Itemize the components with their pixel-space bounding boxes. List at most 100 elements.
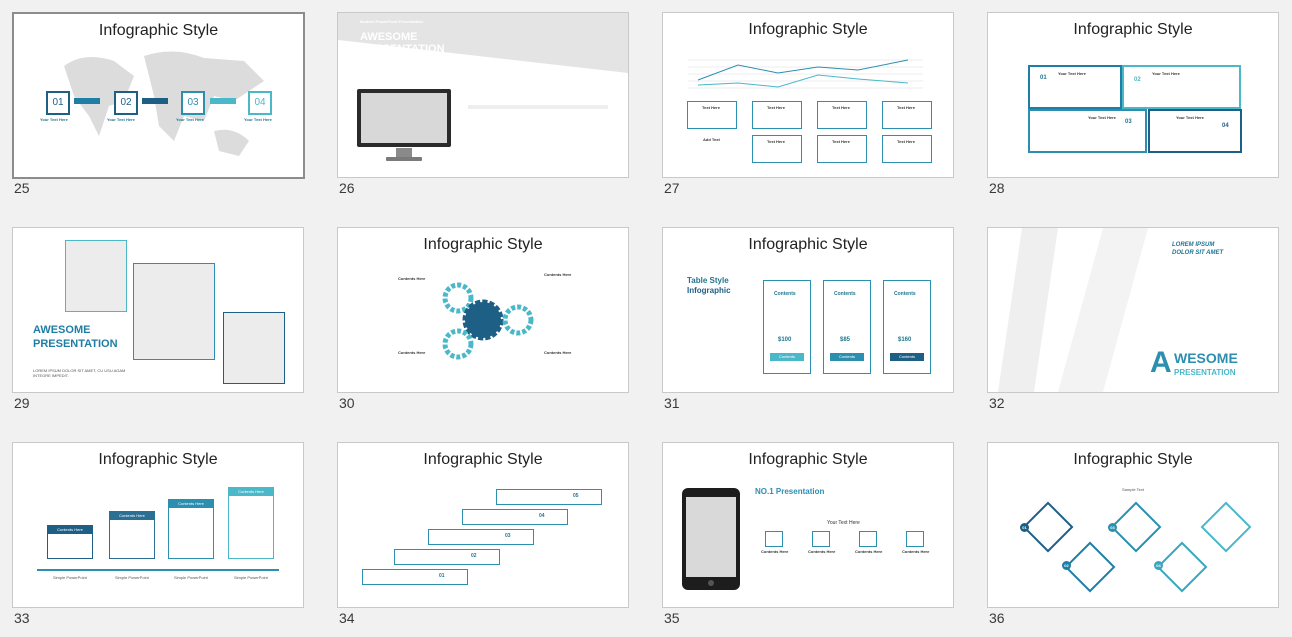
image-placeholder — [65, 240, 127, 312]
step-ribbon: 03 — [428, 529, 534, 545]
bullet-text: Simple PowerPoint — [234, 575, 268, 580]
table-title-1: Table Style — [687, 276, 729, 285]
step-label: Your Text Here — [176, 117, 204, 122]
slide-number: 32 — [989, 395, 1005, 411]
lorem-line-2: DOLOR SIT AMET — [1172, 250, 1224, 256]
slide-preview: Infographic Style 01 Your Text Here 02 Y… — [987, 12, 1279, 178]
slide-title: Infographic Style — [98, 22, 219, 39]
pricing-column-3: Contents $160 Contents — [883, 280, 931, 374]
step-ribbon: 04 — [462, 509, 568, 525]
slide-heading: AWESOME PRESENTATION — [360, 31, 445, 55]
slide-preview: Infographic Style 01 02 03 04 Your Text … — [12, 12, 305, 179]
arrow-shape — [142, 98, 168, 104]
step-card: Contents Here — [47, 525, 93, 559]
feature-label: Contents Here — [761, 549, 789, 554]
step-card: Contents Here — [109, 511, 155, 559]
feature-label: Contents Here — [855, 549, 883, 554]
slide-number: 28 — [989, 180, 1005, 196]
slide-title: Infographic Style — [1073, 21, 1193, 38]
slide-thumbnail-31[interactable]: Infographic Style Table Style Infographi… — [662, 227, 954, 422]
slide-preview: AWESOME PRESENTATION LOREM IPSUM DOLOR S… — [12, 227, 304, 393]
slide-preview: Infographic Style Contents Here Contents… — [12, 442, 304, 608]
diagonal-shape — [998, 228, 1058, 392]
step-label: Your Text Here — [107, 117, 135, 122]
feature-icon-box — [765, 531, 783, 547]
step-panel-2: 02 Your Text Here — [1122, 65, 1241, 109]
slide-preview: Infographic Style 01 02 03 04 05 — [337, 442, 629, 608]
slide-title: Infographic Style — [423, 236, 543, 253]
slide-preview: Infographic Style NO.1 Presentation Your… — [662, 442, 954, 608]
feature-icon-box — [906, 531, 924, 547]
slide-title: Infographic Style — [748, 451, 868, 468]
body-text-block — [468, 105, 608, 135]
feature-icon-box — [812, 531, 830, 547]
slide-number: 25 — [14, 180, 30, 196]
text-box: Text Here — [752, 101, 802, 129]
bullet-text: Simple PowerPoint — [115, 575, 149, 580]
sample-text: Sample Text — [1122, 487, 1144, 492]
slide-thumbnail-28[interactable]: Infographic Style 01 Your Text Here 02 Y… — [987, 12, 1279, 207]
slide-thumbnail-36[interactable]: Infographic Style Sample Text 01 02 03 0… — [987, 442, 1279, 637]
slide-preview: Infographic Style Text Here Text Here Te… — [662, 12, 954, 178]
step-card: Contents Here — [228, 487, 274, 559]
section-heading: NO.1 Presentation — [755, 487, 825, 496]
step-badge: 04 — [1154, 561, 1163, 570]
diamond-shape — [1022, 501, 1074, 553]
slide-preview: LOREM IPSUM DOLOR SIT AMET A WESOME PRES… — [987, 227, 1279, 393]
lorem-line-1: LOREM IPSUM — [1172, 242, 1215, 248]
feature-icon-box — [859, 531, 877, 547]
slide-title: Infographic Style — [1073, 451, 1193, 468]
contents-label: Contents Here — [544, 272, 572, 277]
diagonal-shape — [1058, 228, 1148, 392]
slide-thumbnail-30[interactable]: Infographic Style Contents Here Contents… — [337, 227, 629, 422]
slide-preview: Infographic Style Sample Text 01 02 03 0… — [987, 442, 1279, 608]
contents-label: Contents Here — [398, 350, 426, 355]
slide-number: 31 — [664, 395, 680, 411]
text-box: Text Here — [817, 135, 867, 163]
big-word: WESOME — [1174, 350, 1238, 366]
step-ribbon: 05 — [496, 489, 602, 505]
section-subheading: Your Text Here — [827, 520, 860, 526]
slide-thumbnail-35[interactable]: Infographic Style NO.1 Presentation Your… — [662, 442, 954, 637]
slide-number: 34 — [339, 610, 355, 626]
slide-subheading: Modern PowerPoint Presentation — [360, 19, 423, 24]
image-placeholder — [223, 312, 285, 384]
image-placeholder — [133, 263, 215, 360]
step-box-3: 03 — [181, 91, 205, 115]
feature-label: Contents Here — [902, 549, 930, 554]
slide-thumbnail-27[interactable]: Infographic Style Text Here Text Here Te… — [662, 12, 954, 207]
diamond-shape — [1200, 501, 1252, 553]
slide-thumbnail-33[interactable]: Infographic Style Contents Here Contents… — [12, 442, 304, 637]
step-label: Your Text Here — [244, 117, 272, 122]
pricing-column-2: Contents $85 Contents — [823, 280, 871, 374]
slide-number: 35 — [664, 610, 680, 626]
text-box: Text Here — [752, 135, 802, 163]
small-word: PRESENTATION — [1174, 368, 1236, 377]
slide-preview: Modern PowerPoint Presentation AWESOME P… — [337, 12, 629, 178]
contents-label: Contents Here — [398, 276, 426, 281]
slide-number: 33 — [14, 610, 30, 626]
feature-label: Contents Here — [808, 549, 836, 554]
arrow-shape — [74, 98, 100, 104]
bullet-text: Simple PowerPoint — [53, 575, 87, 580]
slide-thumbnail-25[interactable]: Infographic Style 01 02 03 04 Your Text … — [12, 12, 305, 207]
slide-preview: Infographic Style Table Style Infographi… — [662, 227, 954, 393]
step-badge: 02 — [1062, 561, 1071, 570]
text-box: Text Here — [817, 101, 867, 129]
gears-icon — [442, 282, 534, 360]
slide-preview: Infographic Style Contents Here Contents… — [337, 227, 629, 393]
step-label: Your Text Here — [40, 117, 68, 122]
slide-thumbnail-32[interactable]: LOREM IPSUM DOLOR SIT AMET A WESOME PRES… — [987, 227, 1279, 422]
arrow-shape — [210, 98, 236, 104]
slide-thumbnail-26[interactable]: Modern PowerPoint Presentation AWESOME P… — [337, 12, 629, 207]
step-ribbon: 01 — [362, 569, 468, 585]
slide-title: Infographic Style — [98, 451, 218, 468]
heading-line-1: AWESOME — [33, 324, 91, 336]
bullet-text: Simple PowerPoint — [174, 575, 208, 580]
slide-thumbnail-34[interactable]: Infographic Style 01 02 03 04 05 34 — [337, 442, 629, 637]
phone-icon — [682, 488, 740, 590]
slide-thumbnail-29[interactable]: AWESOME PRESENTATION LOREM IPSUM DOLOR S… — [12, 227, 304, 422]
step-box-2: 02 — [114, 91, 138, 115]
step-panel-4: 04 Your Text Here — [1148, 109, 1242, 153]
slide-number: 29 — [14, 395, 30, 411]
